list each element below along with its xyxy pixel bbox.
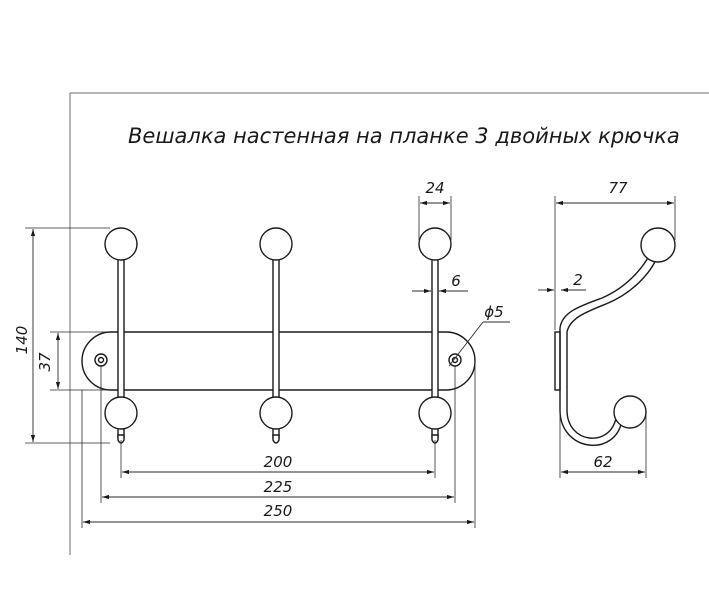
front-view: 140 37 24 6 ϕ5: [13, 179, 510, 528]
dim-label-phi5: ϕ5: [484, 303, 503, 321]
knob-bottom: [104, 396, 138, 430]
double-hook-middle: [259, 227, 293, 444]
plank-side: [554, 331, 561, 391]
side-knob-bottom: [613, 395, 647, 429]
dim-total-height: 140: [13, 227, 110, 444]
drawing-title: Вешалка настенная на планке 3 двойных кр…: [128, 124, 680, 148]
dim-knob-diameter: 24: [418, 179, 452, 240]
dim-label-2: 2: [573, 271, 583, 289]
dim-hook-width: 6: [412, 272, 468, 294]
dim-hook-spacing: 200: [120, 440, 436, 478]
double-hook-left: [104, 227, 138, 444]
dim-plank-length: 250: [81, 361, 476, 528]
double-hook-right: [418, 227, 452, 444]
dim-plank-height: 37: [36, 331, 110, 391]
dim-label-62: 62: [593, 453, 612, 471]
dim-label-250: 250: [264, 502, 293, 520]
knob-top: [104, 227, 138, 261]
hook-profile-inner: [566, 253, 659, 439]
side-knob-top: [640, 227, 676, 263]
knob-bottom: [418, 396, 452, 430]
dim-hole-spacing: 225: [100, 366, 456, 503]
dim-lower-hook-depth: 62: [559, 412, 647, 478]
knob-top: [418, 227, 452, 261]
dim-hole-diameter: ϕ5: [448, 303, 510, 367]
dim-label-140: 140: [13, 326, 31, 355]
dim-label-200: 200: [264, 453, 293, 471]
dim-label-37: 37: [36, 352, 54, 372]
dim-label-24: 24: [425, 179, 444, 197]
dim-label-6: 6: [451, 272, 461, 290]
hook-profile-outer: [559, 247, 653, 446]
knob-bottom: [259, 396, 293, 430]
dim-label-225: 225: [264, 478, 293, 496]
drawing-frame: [69, 92, 709, 555]
dim-label-77: 77: [608, 179, 628, 197]
side-view: 77 2 62: [538, 179, 676, 478]
dim-wall-thickness: 2: [538, 271, 586, 293]
knob-top: [259, 227, 293, 261]
dim-side-depth: 77: [554, 179, 676, 330]
